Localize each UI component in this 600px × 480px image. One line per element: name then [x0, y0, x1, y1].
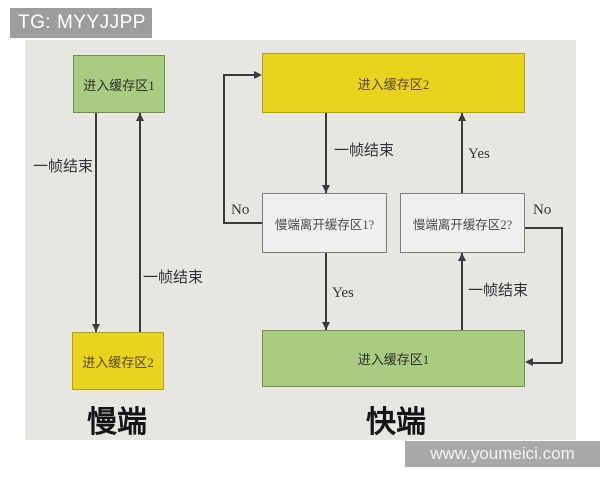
arrow-up-icon: [457, 253, 466, 261]
tg-badge: TG: MYYJJPP: [10, 8, 152, 38]
edge-label-frame-end-top: 一帧结束: [334, 143, 395, 159]
edge-label-yes-top: Yes: [468, 146, 490, 162]
flow-line-no-right-bottom: [533, 362, 562, 364]
decision-slow-left-buffer2-node: 慢端离开缓存区2?: [400, 193, 525, 253]
flow-line-slow-up: [139, 113, 141, 332]
decision-slow-left-buffer1-node: 慢端离开缓存区1?: [262, 193, 387, 253]
flow-line-no-right-vert: [561, 227, 563, 363]
edge-label-frame-end-slow-left: 一帧结束: [33, 159, 94, 175]
flow-line-no-left-top: [223, 74, 256, 76]
arrow-down-icon: [321, 322, 330, 330]
edge-label-frame-end-slow-right: 一帧结束: [143, 270, 204, 286]
arrow-down-icon: [321, 185, 330, 193]
edge-label-no-left: No: [231, 202, 250, 218]
edge-label-frame-end-mid: 一帧结束: [468, 283, 529, 299]
fast-enter-buffer1-node: 进入缓存区1: [262, 330, 525, 387]
slow-enter-buffer1-node: 进入缓存区1: [73, 55, 165, 113]
edge-label-yes-mid: Yes: [332, 285, 354, 301]
flow-line-yes-mid: [325, 253, 327, 330]
arrow-up-icon: [135, 113, 144, 121]
slow-section-title: 慢端: [87, 406, 147, 439]
flow-line-no-left-bottom: [223, 222, 262, 224]
fast-section-title: 快端: [366, 406, 426, 439]
watermark: www.youmeici.com: [405, 441, 600, 467]
edge-label-no-right: No: [533, 202, 552, 218]
arrow-right-icon: [254, 71, 262, 79]
arrow-down-icon: [91, 324, 100, 332]
flow-line-yes-top: [461, 113, 463, 193]
fast-enter-buffer2-node: 进入缓存区2: [262, 53, 525, 113]
flow-line-slow-down: [95, 113, 97, 332]
flow-line-frame-end-top: [325, 113, 327, 193]
flow-line-no-left-vert: [223, 74, 225, 223]
flow-line-frame-end-mid: [461, 253, 463, 330]
slow-enter-buffer2-node: 进入缓存区2: [72, 332, 164, 390]
arrow-left-icon: [525, 358, 533, 366]
flow-line-no-right-top: [525, 227, 561, 229]
arrow-up-icon: [457, 113, 466, 121]
